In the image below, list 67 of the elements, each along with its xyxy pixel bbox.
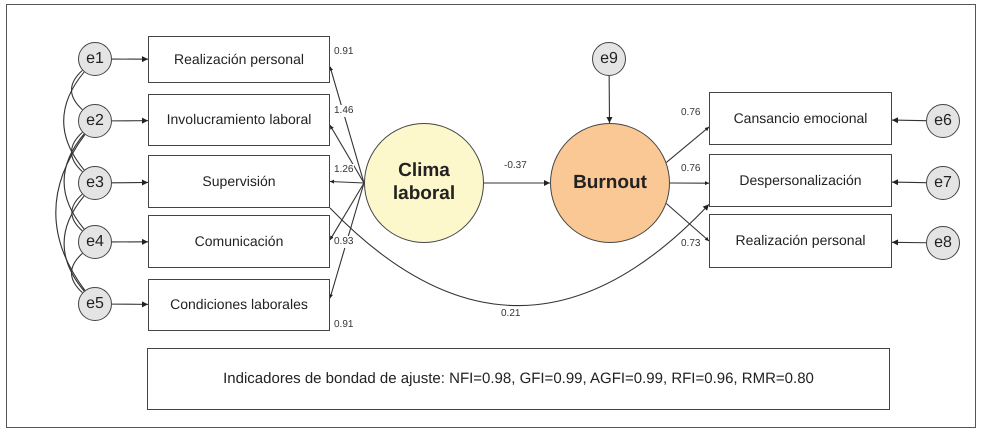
arrow [330,180,364,184]
error-term-circle [78,104,112,138]
arrow [329,182,365,298]
fit-indices-box [147,348,890,410]
arrow [112,238,148,245]
arrow [330,124,364,184]
node-text: Clima laboral [392,160,456,206]
arrow [484,180,550,186]
node-text: e3 [86,173,104,193]
edge-label: 0.93 [333,236,354,248]
error-term-circle [926,226,960,260]
observed-variable-box [148,215,330,268]
node-text: Supervisión [202,172,276,190]
node-text: e4 [86,232,104,252]
arrow [330,204,710,306]
observed-variable-box [709,214,892,268]
node-text: Involucramiento laboral [166,111,312,129]
node-text: Realización personal [736,232,866,250]
node-text: Burnout [573,172,647,194]
covariance-curve [55,134,86,291]
error-term-circle [78,225,112,259]
observed-variable-box [148,155,330,208]
node-text: Comunicación [194,232,284,250]
node-text: e6 [934,111,952,131]
arrow [329,66,365,184]
covariance-curve [71,70,83,110]
arrow [112,180,148,186]
node-text: e9 [600,49,618,69]
observed-variable-box [148,36,330,83]
error-term-circle [78,287,112,321]
arrow [606,76,612,123]
error-term-circle [926,166,960,200]
covariance-curve [64,196,84,292]
arrow [892,179,926,186]
observed-variable-box [709,154,892,207]
arrow [112,301,148,308]
arrow [112,56,148,62]
error-term-circle [78,42,112,76]
observed-variable-box [709,92,892,145]
observed-variable-box [148,94,330,146]
arrow [670,181,709,186]
error-term-circle [592,42,626,76]
node-text: Cansancio emocional [734,110,868,128]
node-text: e2 [86,111,104,131]
covariance-curve [64,134,84,230]
arrow [892,239,926,246]
covariance-curve [63,72,85,170]
node-text: Condiciones laborales [170,296,308,314]
arrow [112,118,148,124]
arrow [666,126,710,163]
node-text: Realización personal [174,50,304,68]
node-text: e7 [934,173,952,193]
error-term-circle [78,166,112,200]
observed-variable-box [148,279,330,331]
edge-label: 1.46 [333,105,354,117]
error-term-circle [926,104,960,138]
arrow [892,117,926,124]
node-text: e8 [934,233,952,253]
arrow [330,182,364,240]
node-text: e5 [86,294,104,314]
node-text: Indicadores de bondad de ajuste: NFI=0.98, GFI=0.99, AGFI=0.99, RFI=0.96, RMR=0.80 [223,370,814,388]
arrow [666,203,710,242]
node-text: Despersonalización [739,172,862,190]
node-text: e1 [86,49,104,69]
covariance-curve [71,253,83,293]
covariance-curve [71,194,83,232]
covariance-curve [71,132,83,172]
